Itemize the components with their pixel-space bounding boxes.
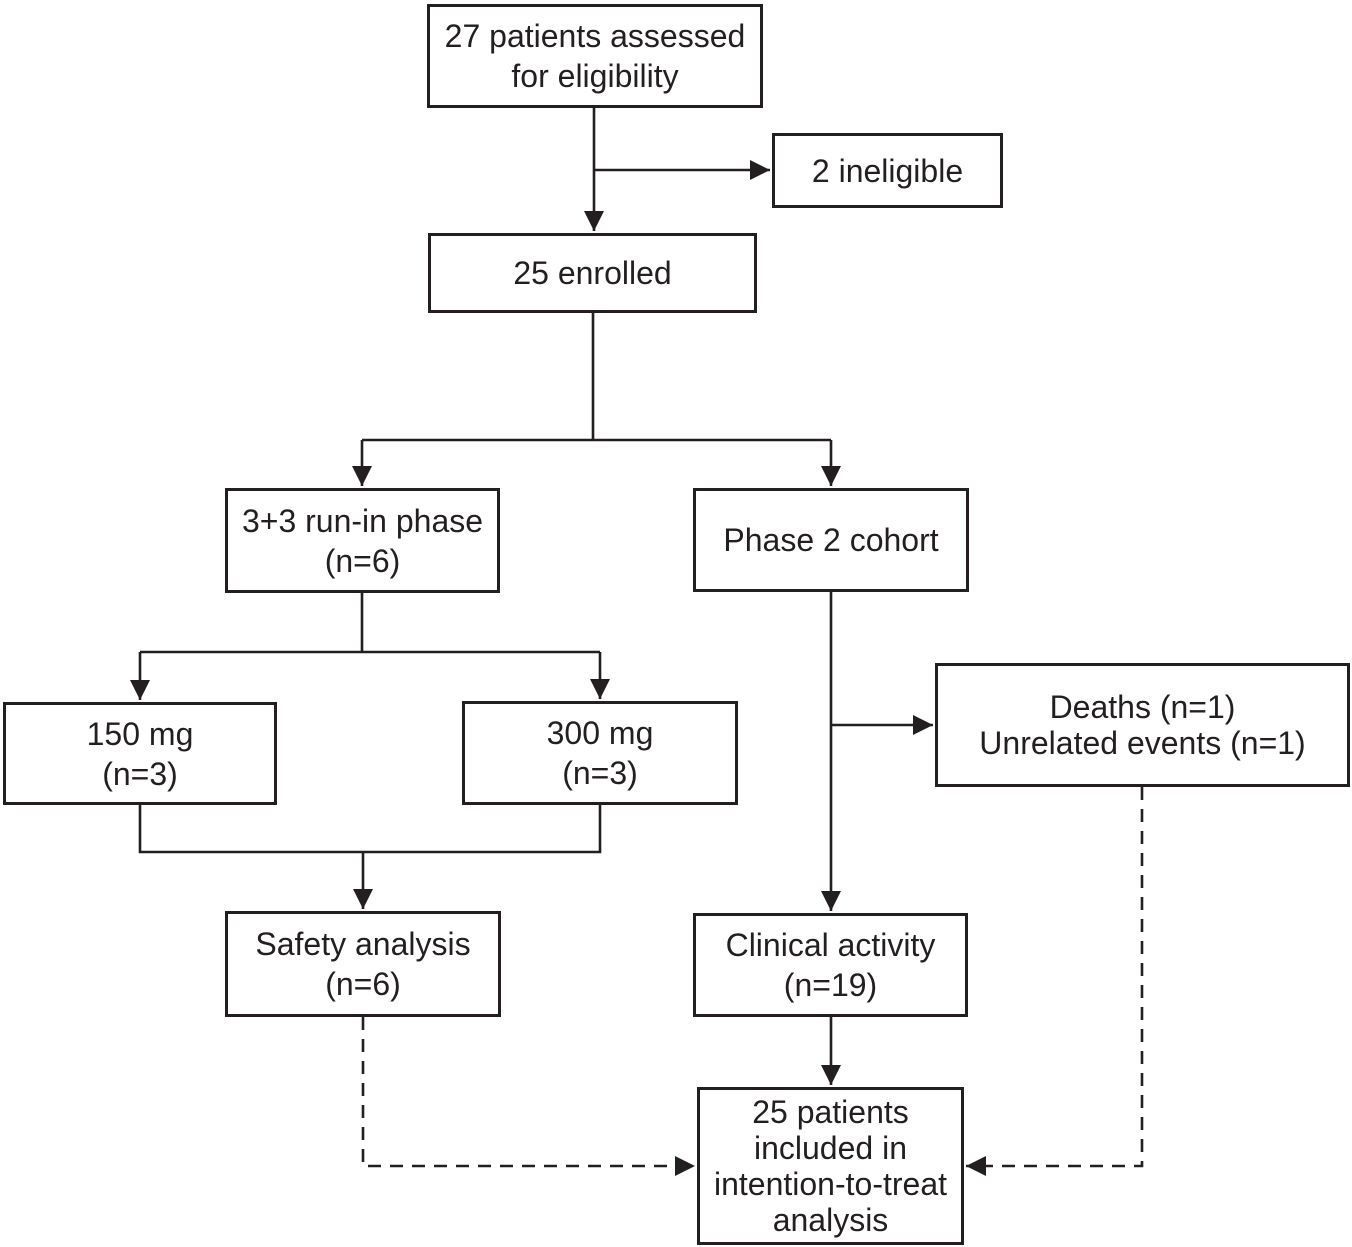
node-safety-analysis: Safety analysis (n=6) <box>225 911 501 1017</box>
node-dose-150mg: 150 mg (n=3) <box>3 702 277 805</box>
edge-runin-split <box>140 593 600 654</box>
edge-deaths-itt-dashed <box>966 787 1144 1176</box>
node-intention-to-treat-analysis: 25 patients included in intention-to-tre… <box>697 1087 964 1245</box>
edge-safety-itt-dashed <box>361 1017 695 1176</box>
node-assessed-for-eligibility: 27 patients assessed for eligibility <box>427 4 763 108</box>
edge-dose-merge <box>138 805 602 854</box>
edge-enrolled-split <box>362 313 831 442</box>
node-ineligible: 2 ineligible <box>772 133 1003 208</box>
node-deaths-unrelated-events: Deaths (n=1) Unrelated events (n=1) <box>935 663 1350 787</box>
node-run-in-phase: 3+3 run-in phase (n=6) <box>225 488 500 593</box>
node-dose-300mg: 300 mg (n=3) <box>462 701 738 805</box>
node-phase-2-cohort: Phase 2 cohort <box>693 488 969 592</box>
node-clinical-activity: Clinical activity (n=19) <box>693 913 968 1017</box>
node-enrolled: 25 enrolled <box>428 233 757 313</box>
